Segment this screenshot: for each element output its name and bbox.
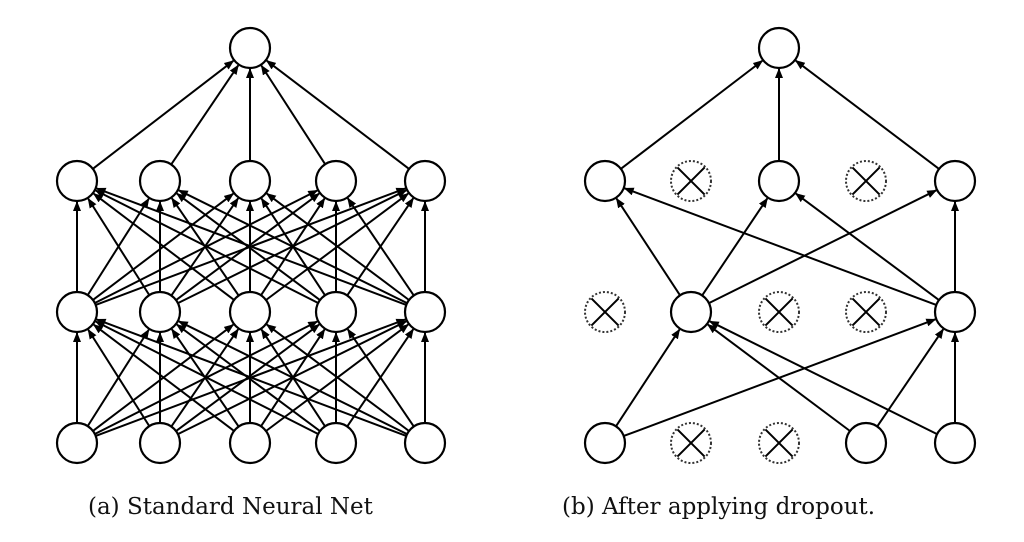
standard-edge-h1d-to-h2b — [176, 192, 321, 301]
standard-edge-i5-to-h1d — [346, 328, 415, 428]
dropout-node-i5 — [933, 421, 977, 465]
standard-node-h1b — [138, 290, 182, 334]
dropout-node-h2d-dropped — [845, 160, 887, 202]
dropout-edge-h1b-to-h2c — [701, 197, 769, 296]
standard-edge-h1d-to-h2a — [94, 189, 319, 304]
standard-edge-h1e-to-h2c — [266, 192, 410, 301]
standard-edge-h1c-to-h2a — [92, 192, 235, 301]
dropout-node-h1d-dropped — [845, 291, 887, 333]
standard-edge-h1e-to-h2d — [346, 197, 415, 297]
dropout-edge-h1e-to-h2c — [795, 192, 940, 301]
standard-node-out — [228, 26, 272, 70]
standard-node-h2d — [314, 159, 358, 203]
dropout-edge-i4-to-h1e — [876, 328, 945, 428]
standard-edge-h1b-to-h2a — [87, 197, 151, 296]
dropout-network-edges — [615, 59, 959, 437]
standard-node-i1 — [55, 421, 99, 465]
dropout-node-out — [757, 26, 801, 70]
standard-edge-i5-to-h1b — [177, 320, 408, 436]
dropout-edge-i1-to-h1b — [615, 328, 681, 427]
standard-node-i2 — [138, 421, 182, 465]
standard-edge-h2a-to-out — [92, 60, 235, 170]
standard-node-i5 — [403, 421, 447, 465]
dropout-node-h2a — [583, 159, 627, 203]
dropout-edge-h1e-to-h2a — [623, 187, 937, 306]
standard-node-h1e — [403, 290, 447, 334]
caption-after-dropout: (b) After applying dropout. — [562, 494, 876, 520]
dropout-node-h1a-dropped — [584, 291, 626, 333]
dropout-node-h2e — [933, 159, 977, 203]
dropout-node-i2-dropped — [670, 422, 712, 464]
standard-edge-i3-to-h1a — [92, 323, 235, 432]
standard-edge-i4-to-h1b — [176, 323, 321, 432]
standard-node-i4 — [314, 421, 358, 465]
dropout-edge-i5-to-h1b — [708, 320, 938, 436]
standard-edge-h2b-to-out — [170, 64, 240, 166]
caption-standard-net: (a) Standard Neural Net — [88, 494, 373, 520]
standard-node-i3 — [228, 421, 272, 465]
standard-node-h2c — [228, 159, 272, 203]
standard-network-nodes — [55, 26, 447, 465]
standard-edge-i2-to-h1a — [87, 328, 151, 427]
dropout-node-i3-dropped — [758, 422, 800, 464]
standard-edge-i4-to-h1a — [94, 320, 319, 435]
standard-node-h1d — [314, 290, 358, 334]
standard-network-edges — [73, 59, 429, 437]
dropout-edge-h1b-to-h2a — [615, 197, 681, 296]
dropout-network — [583, 26, 977, 465]
standard-edge-i5-to-h1a — [95, 318, 407, 437]
standard-node-h2b — [138, 159, 182, 203]
standard-node-h2e — [403, 159, 447, 203]
dropout-edge-h2e-to-out — [794, 59, 940, 170]
standard-edge-h2e-to-out — [265, 59, 410, 170]
dropout-network-nodes — [583, 26, 977, 465]
dropout-edge-h2a-to-out — [620, 59, 764, 170]
dropout-node-h2c — [757, 159, 801, 203]
dropout-node-h1c-dropped — [758, 291, 800, 333]
dropout-edge-i4-to-h1b — [707, 323, 851, 432]
dropout-node-i1 — [583, 421, 627, 465]
dropout-edge-h1b-to-h2e — [708, 189, 938, 305]
standard-node-h2a — [55, 159, 99, 203]
dropout-node-i4 — [844, 421, 888, 465]
standard-edge-i5-to-h1c — [266, 323, 410, 432]
standard-edge-h1e-to-h2b — [177, 189, 408, 305]
standard-edge-h1e-to-h2a — [95, 187, 407, 306]
dropout-node-h1b — [669, 290, 713, 334]
dropout-node-h1e — [933, 290, 977, 334]
standard-node-h1c — [228, 290, 272, 334]
dropout-node-h2b-dropped — [670, 160, 712, 202]
standard-edge-h2d-to-out — [260, 64, 326, 165]
standard-network — [55, 26, 447, 465]
standard-node-h1a — [55, 290, 99, 334]
